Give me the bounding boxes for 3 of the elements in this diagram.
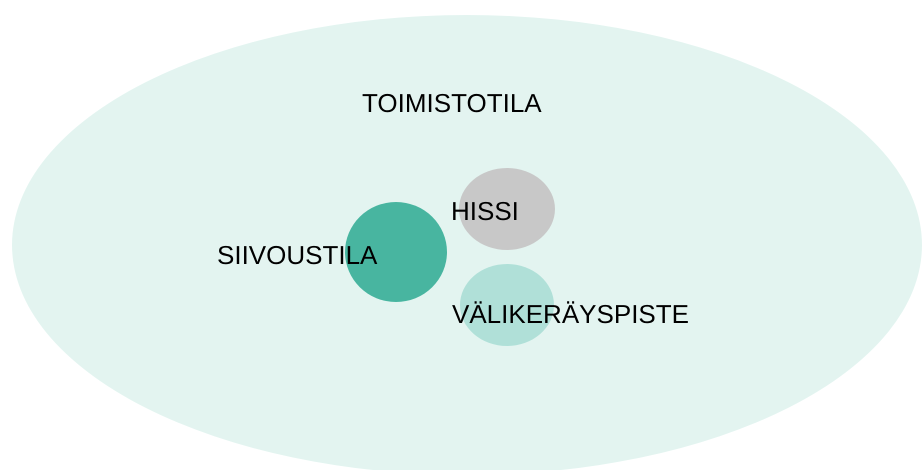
room-label: HISSI	[451, 198, 519, 224]
room-label: VÄLIKERÄYSPISTE	[452, 301, 689, 327]
area-label: TOIMISTOTILA	[362, 90, 542, 116]
